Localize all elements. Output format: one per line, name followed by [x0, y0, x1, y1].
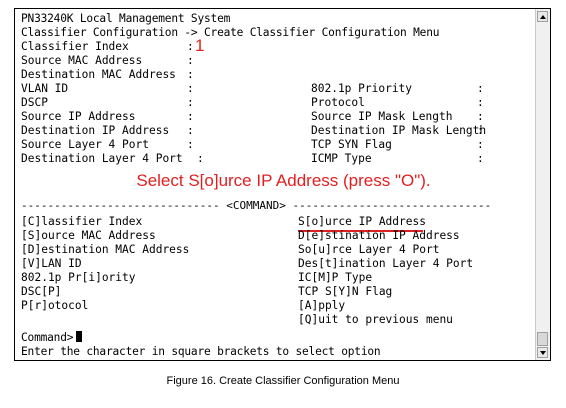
field-label-destination-ip-mask: Destination IP Mask Length — [311, 124, 487, 137]
field-colon: : — [477, 138, 484, 151]
field-label-source-ip-mask: Source IP Mask Length — [311, 110, 453, 123]
terminal-title: PN33240K Local Management System — [21, 12, 231, 25]
menu-item-dscp[interactable]: DSC[P] — [21, 285, 62, 298]
menu-item-tcp-syn-flag[interactable]: TCP S[Y]N Flag — [298, 285, 393, 298]
status-hint: Enter the character in square brackets t… — [21, 345, 381, 358]
field-label-destination-ip: Destination IP Address — [21, 124, 170, 137]
menu-item-source-l4-port[interactable]: So[u]rce Layer 4 Port — [298, 243, 440, 256]
terminal-window[interactable]: PN33240K Local Management System Classif… — [14, 8, 551, 361]
field-label-vlan-id: VLAN ID — [21, 82, 69, 95]
command-prompt: Command> — [21, 331, 74, 344]
menu-item-destination-mac[interactable]: [D]estination MAC Address — [21, 243, 190, 256]
menu-item-destination-l4-port[interactable]: Des[t]ination Layer 4 Port — [298, 257, 474, 270]
field-label-classifier-index: Classifier Index — [21, 40, 129, 53]
menu-item-icmp-type[interactable]: IC[M]P Type — [298, 271, 373, 284]
scroll-down-button[interactable] — [537, 347, 548, 358]
field-colon: : — [187, 40, 194, 53]
field-label-8021p-priority: 802.1p Priority — [311, 82, 413, 95]
field-colon: : — [197, 152, 204, 165]
field-colon: : — [187, 96, 194, 109]
menu-item-8021p-priority[interactable]: 802.1p Pr[i]ority — [21, 271, 136, 284]
field-colon: : — [477, 110, 484, 123]
scroll-thumb[interactable] — [537, 332, 548, 346]
field-label-source-mac: Source MAC Address — [21, 54, 143, 67]
menu-item-source-mac[interactable]: [S]ource MAC Address — [21, 229, 156, 242]
menu-item-source-ip[interactable]: S[o]urce IP Address — [298, 215, 426, 228]
field-label-tcp-syn-flag: TCP SYN Flag — [311, 138, 392, 151]
menu-item-destination-ip[interactable]: D[e]stination IP Address — [298, 229, 460, 242]
menu-item-classifier-index[interactable]: [C]lassifier Index — [21, 215, 143, 228]
field-colon: : — [187, 82, 194, 95]
annotation-text: Select S[o]urce IP Address (press "O"). — [136, 171, 431, 190]
field-label-destination-l4-port: Destination Layer 4 Port — [21, 152, 183, 165]
field-colon: : — [477, 152, 484, 165]
triangle-up-icon — [540, 15, 546, 19]
command-divider: ------------------------------ <COMMAND>… — [21, 199, 492, 212]
field-label-protocol: Protocol — [311, 96, 365, 109]
field-colon: : — [477, 82, 484, 95]
field-colon: : — [477, 124, 484, 137]
field-colon: : — [187, 124, 194, 137]
field-colon: : — [187, 68, 194, 81]
field-label-destination-mac: Destination MAC Address — [21, 68, 176, 81]
field-label-source-l4-port: Source Layer 4 Port — [21, 138, 149, 151]
breadcrumb: Classifier Configuration -> Create Class… — [21, 26, 440, 39]
field-label-source-ip: Source IP Address — [21, 110, 136, 123]
menu-item-vlan-id[interactable]: [V]LAN ID — [21, 257, 82, 270]
field-colon: : — [187, 138, 194, 151]
menu-item-quit[interactable]: [Q]uit to previous menu — [298, 313, 453, 326]
menu-item-apply[interactable]: [A]pply — [298, 299, 346, 312]
selection-underline — [298, 230, 423, 232]
field-colon: : — [187, 110, 194, 123]
command-prompt-line[interactable]: Command> — [21, 331, 83, 345]
classifier-index-value: 1 — [195, 36, 205, 55]
scroll-up-button[interactable] — [537, 11, 548, 22]
text-cursor — [76, 331, 83, 342]
field-colon: : — [477, 96, 484, 109]
figure-caption: Figure 16. Create Classifier Configurati… — [166, 375, 400, 387]
vertical-scrollbar[interactable] — [535, 9, 550, 360]
field-colon: : — [187, 54, 194, 67]
field-label-dscp: DSCP — [21, 96, 48, 109]
menu-item-protocol[interactable]: P[r]otocol — [21, 299, 89, 312]
triangle-down-icon — [540, 351, 546, 355]
field-label-icmp-type: ICMP Type — [311, 152, 372, 165]
